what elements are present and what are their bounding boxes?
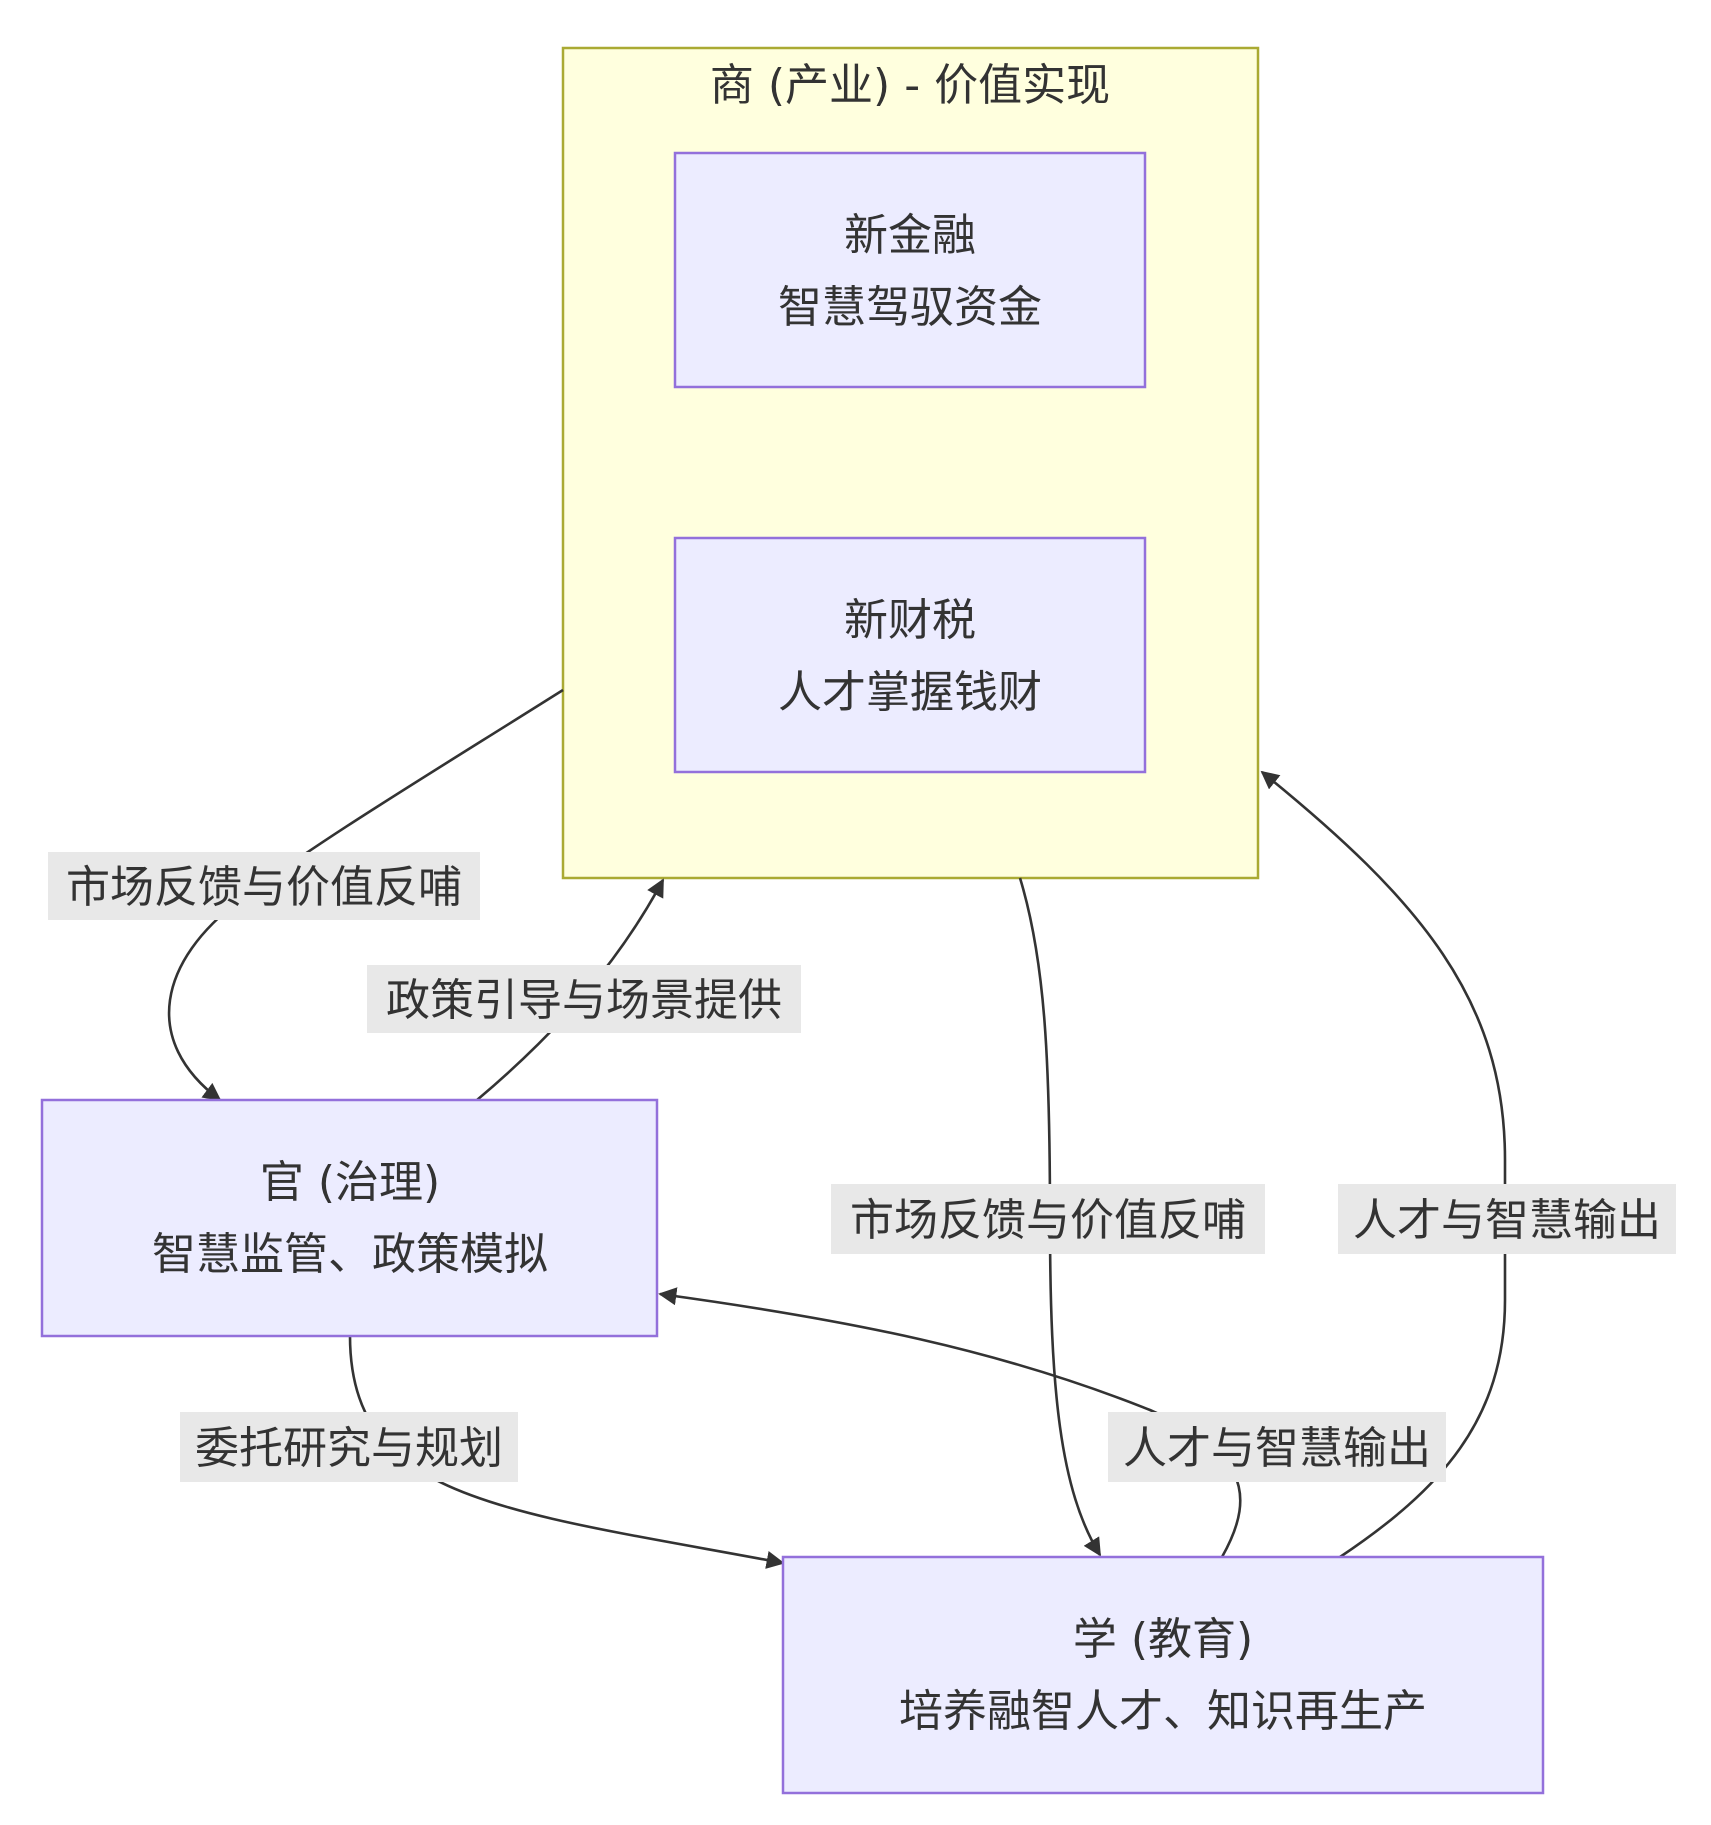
node-gov-title: 官 (治理) (260, 1157, 440, 1208)
node-finance-box (673, 151, 1147, 389)
label-gov-to-market: 政策引导与场景提供 (367, 965, 801, 1033)
industry-cluster-title: 商 (产业) - 价值实现 (710, 60, 1110, 111)
node-finance-subtitle: 智慧驾驭资金 (778, 282, 1042, 333)
label-market-to-edu-text: 市场反馈与价值反哺 (850, 1195, 1246, 1246)
label-gov-to-market-bg (367, 965, 801, 1033)
node-edu[interactable]: 学 (教育) 培养融智人才、知识再生产 (781, 1555, 1545, 1795)
label-gov-to-edu: 委托研究与规划 (180, 1412, 518, 1482)
label-edu-to-market-bg (1338, 1184, 1676, 1254)
label-market-to-gov: 市场反馈与价值反哺 (48, 852, 480, 920)
node-tax-box (673, 536, 1147, 774)
node-gov[interactable]: 官 (治理) 智慧监管、政策模拟 (40, 1098, 659, 1338)
label-market-to-gov-bg (48, 852, 480, 920)
label-gov-to-market-text: 政策引导与场景提供 (386, 975, 782, 1026)
node-tax-subtitle: 人才掌握钱财 (778, 667, 1042, 718)
label-market-to-edu-bg (831, 1184, 1265, 1254)
node-finance[interactable]: 新金融 智慧驾驭资金 (673, 151, 1147, 389)
node-tax[interactable]: 新财税 人才掌握钱财 (673, 536, 1147, 774)
label-gov-to-edu-bg (180, 1412, 518, 1482)
label-edu-to-gov-text: 人才与智慧输出 (1123, 1423, 1431, 1474)
label-edu-to-market: 人才与智慧输出 (1338, 1184, 1676, 1254)
node-finance-title: 新金融 (844, 210, 976, 261)
label-gov-to-edu-text: 委托研究与规划 (195, 1423, 503, 1474)
edge-edu-to-gov (658, 1287, 1242, 1558)
node-edu-subtitle: 培养融智人才、知识再生产 (899, 1686, 1427, 1737)
label-market-to-gov-text: 市场反馈与价值反哺 (66, 862, 462, 913)
node-gov-subtitle: 智慧监管、政策模拟 (152, 1229, 548, 1280)
node-tax-title: 新财税 (844, 595, 976, 646)
node-gov-box (40, 1098, 659, 1338)
edge-gov-to-edu (348, 1335, 785, 1569)
node-edu-title: 学 (教育) (1073, 1614, 1253, 1665)
label-edu-to-gov-bg (1108, 1412, 1446, 1482)
node-edu-box (781, 1555, 1545, 1795)
edge-labels: 市场反馈与价值反哺 政策引导与场景提供 市场反馈与价值反哺 人才与智慧输出 委托… (48, 852, 1676, 1482)
label-edu-to-gov: 人才与智慧输出 (1108, 1412, 1446, 1482)
label-edu-to-market-text: 人才与智慧输出 (1353, 1195, 1661, 1246)
label-market-to-edu: 市场反馈与价值反哺 (831, 1184, 1265, 1254)
